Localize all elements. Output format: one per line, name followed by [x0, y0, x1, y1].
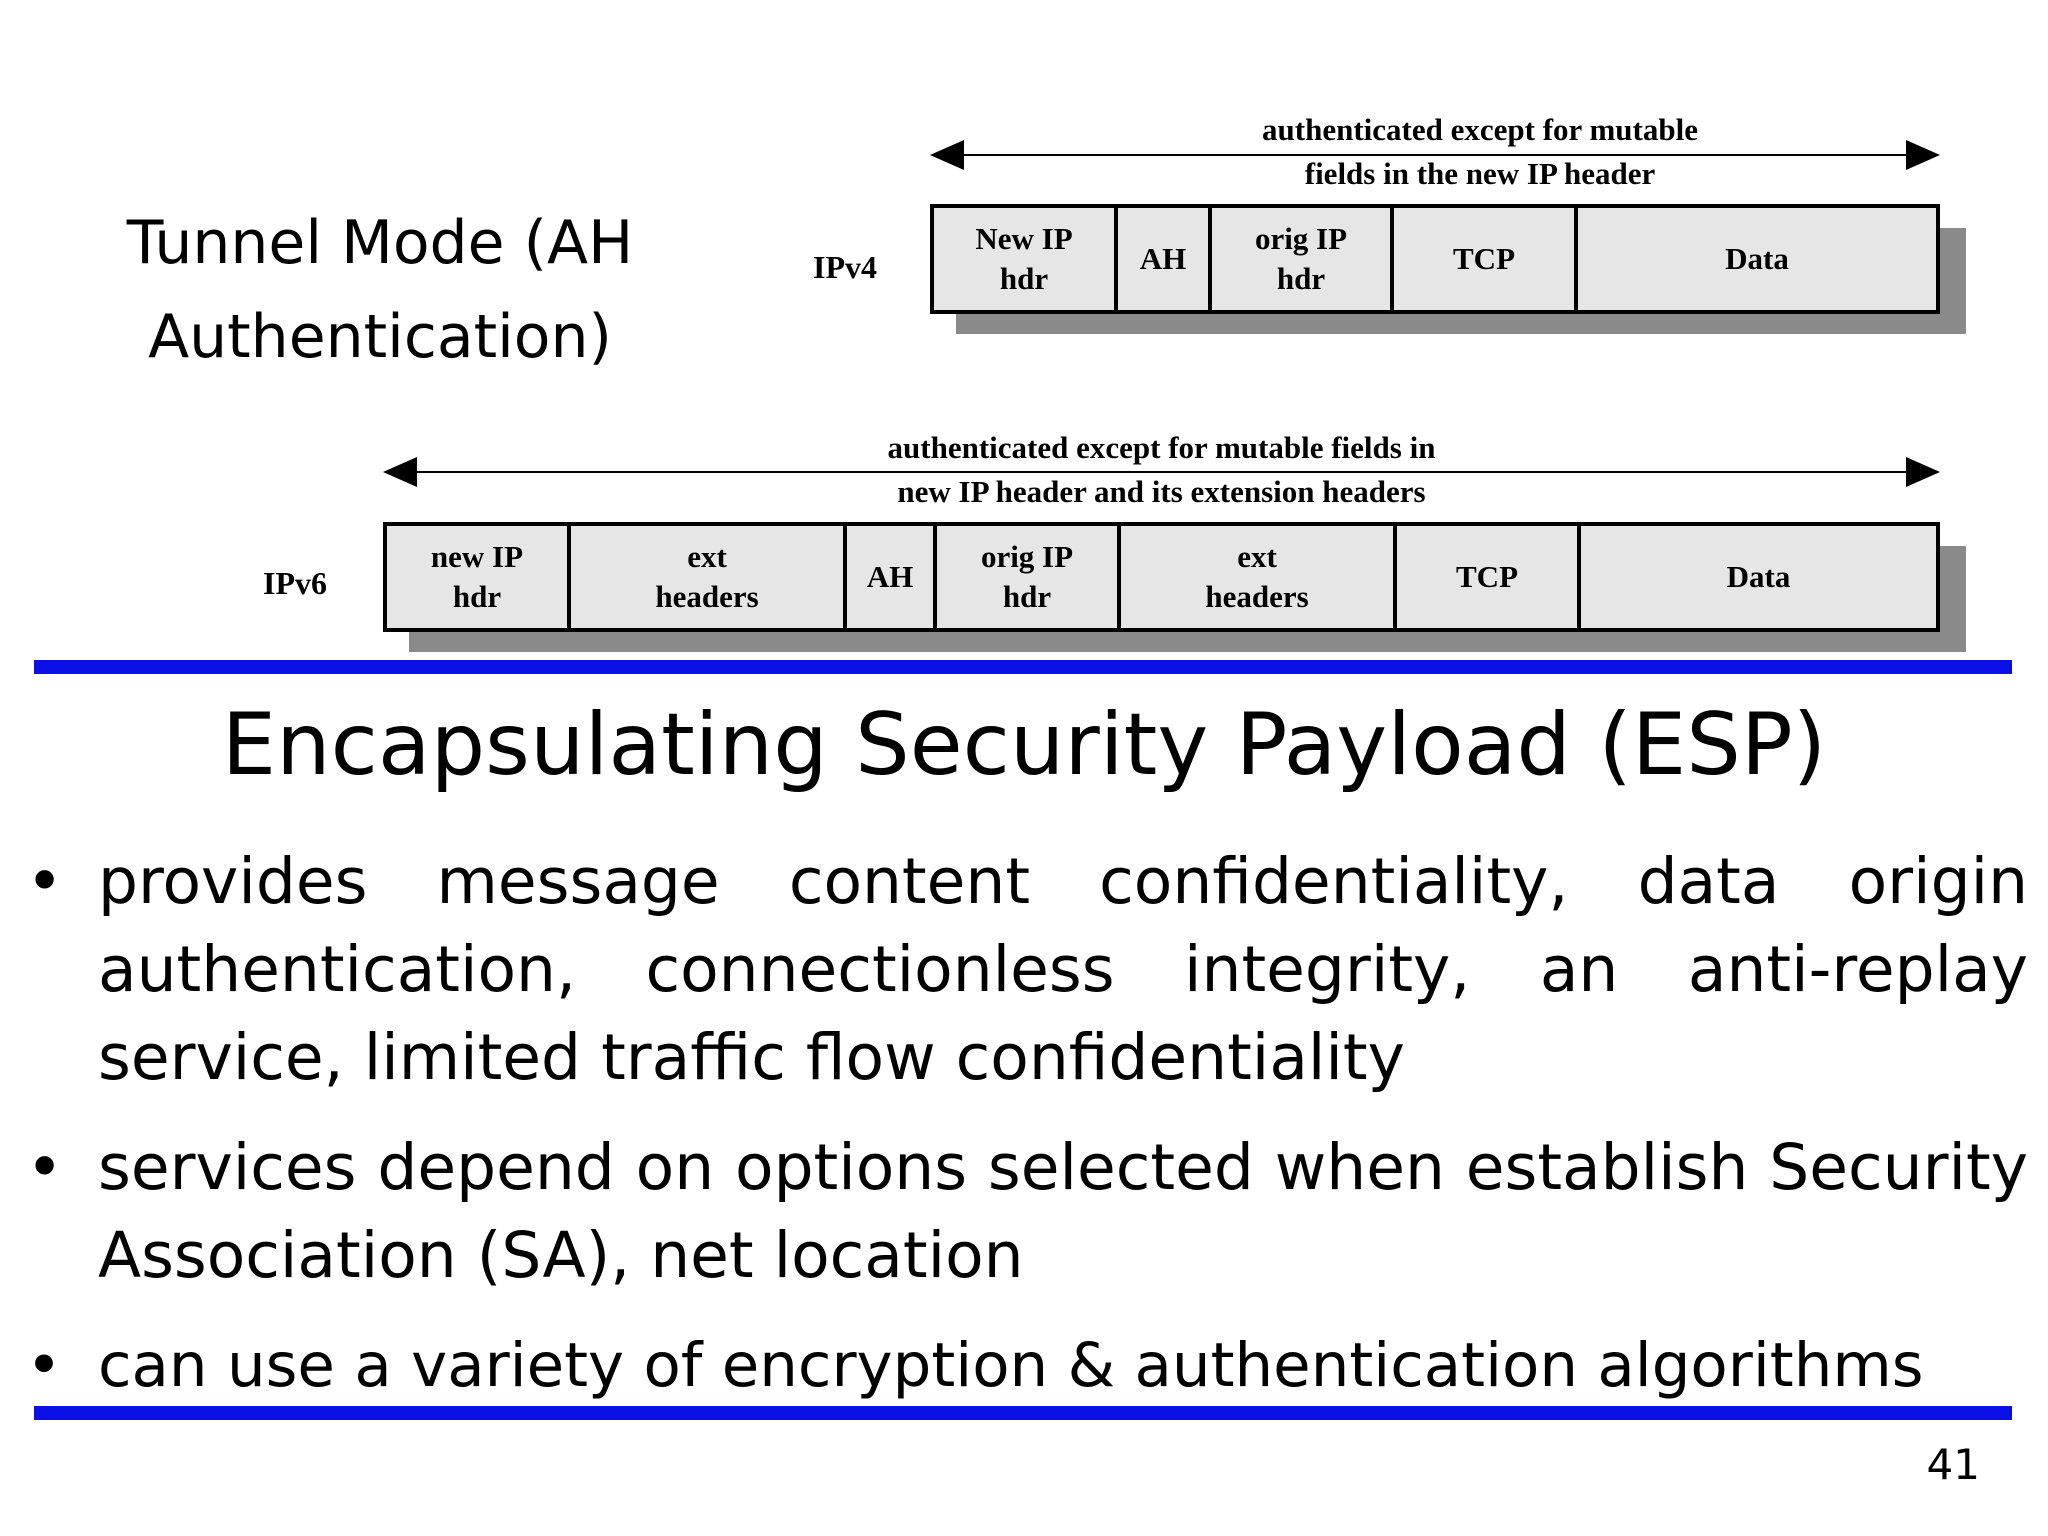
arrow-line	[948, 154, 1922, 156]
bullet-text: can use a variety of encryption & authen…	[98, 1330, 1924, 1401]
ipv4-span-label: authenticated except for mutable fields …	[930, 108, 2030, 196]
bullet-icon: •	[26, 1330, 62, 1401]
bullet-item: • services depend on options selected wh…	[18, 1124, 2028, 1300]
bottom-divider-rule	[34, 1406, 2012, 1420]
bullet-item: • provides message content confidentiali…	[18, 838, 2028, 1102]
ipv4-cell-tcp: TCP	[1394, 208, 1578, 310]
page-number: 41	[1926, 1440, 1980, 1489]
bullet-icon: •	[26, 845, 64, 918]
ipv4-span-line-1: authenticated except for mutable	[1262, 112, 1698, 147]
slide-title: Encapsulating Security Payload (ESP)	[221, 695, 1827, 795]
ipv4-label: IPv4	[813, 249, 877, 285]
ipv4-cell-ah: AH	[1118, 208, 1212, 310]
caption-line-2: Authentication)	[148, 302, 612, 372]
arrow-line	[401, 471, 1922, 473]
bullet-icon: •	[26, 1131, 64, 1204]
arrow-right-icon	[1906, 457, 1940, 487]
bullet-text: provides message content confidentiality…	[98, 845, 2028, 1094]
caption-line-1: Tunnel Mode (AH	[126, 208, 634, 278]
ipv6-cell-ah: AH	[847, 526, 937, 628]
ipv6-span-line-2: new IP header and its extension headers	[897, 474, 1426, 509]
bullet-item: • can use a variety of encryption & auth…	[18, 1322, 2028, 1410]
ipv4-span-line-2: fields in the new IP header	[1304, 156, 1656, 191]
ipv6-span-label: authenticated except for mutable fields …	[383, 426, 1940, 514]
top-divider-rule	[34, 660, 2012, 674]
diagram-caption: Tunnel Mode (AH Authentication)	[60, 196, 700, 384]
ipv6-span-arrow	[383, 457, 1940, 487]
ipv6-cell-data: Data	[1726, 559, 1791, 594]
ipv6-span-line-1: authenticated except for mutable fields …	[887, 430, 1436, 465]
ipv4-cell-data: Data	[1725, 241, 1789, 276]
bullet-list: • provides message content confidentiali…	[18, 838, 2028, 1432]
ipv6-label: IPv6	[263, 565, 327, 601]
ipv4-span-arrow	[930, 140, 1940, 170]
bullet-text: services depend on options selected when…	[98, 1131, 2028, 1292]
ipv6-cell-tcp: TCP	[1397, 526, 1581, 628]
arrow-right-icon	[1906, 140, 1940, 170]
